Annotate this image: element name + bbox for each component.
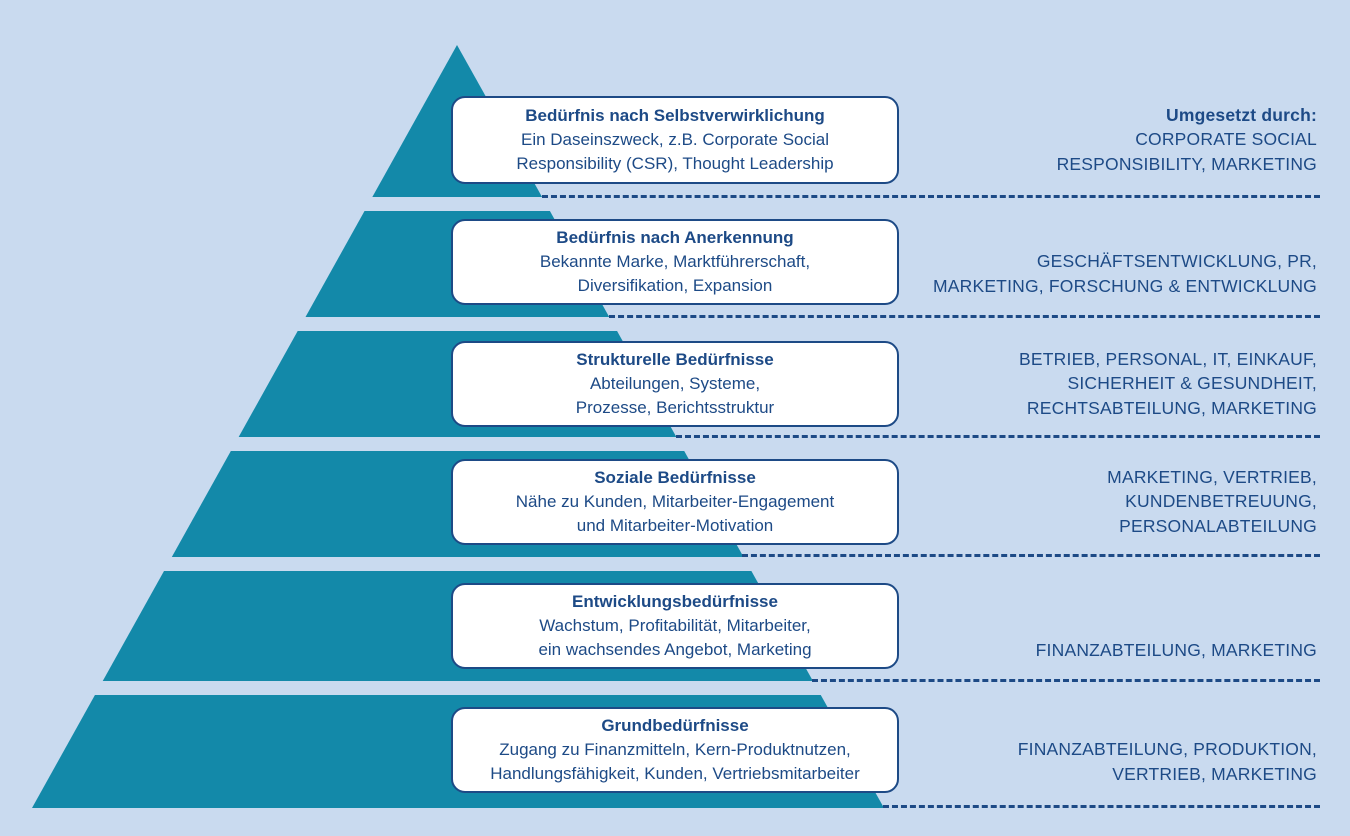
tier-title: Bedürfnis nach Anerkennung: [556, 228, 794, 247]
tier-title: Strukturelle Bedürfnisse: [576, 350, 774, 369]
implemented-by: MARKETING, VERTRIEB, KUNDENBETREUUNG, PERS…: [1107, 465, 1317, 539]
divider-line: [675, 435, 1320, 438]
implemented-by-line: CORPORATE SOCIAL: [1135, 129, 1317, 149]
tier-title: Entwicklungsbedürfnisse: [572, 592, 778, 611]
tier-title: Bedürfnis nach Selbstverwirklichung: [525, 106, 825, 125]
tier-description: Wachstum, Profitabilität, Mitarbeiter,: [539, 616, 811, 635]
divider-line: [608, 315, 1320, 318]
implemented-by-line: FINANZABTEILUNG, MARKETING: [1035, 639, 1317, 660]
tier-description: Ein Daseinszweck, z.B. Corporate Social: [520, 130, 830, 149]
tier-title: Grundbedürfnisse: [601, 716, 749, 735]
implemented-by-line: KUNDENBETREUUNG,: [1125, 491, 1317, 511]
tier-description: Handlungsfähigkeit, Kunden, Vertriebsmit…: [490, 764, 860, 783]
tier-title: Soziale Bedürfnisse: [594, 468, 756, 487]
divider-line: [541, 195, 1320, 198]
implemented-by-line: MARKETING, VERTRIEB,: [1107, 466, 1317, 487]
divider-line: [742, 554, 1320, 557]
implemented-by-line: SICHERHEIT & GESUNDHEIT,: [1067, 373, 1317, 393]
tier-description: Nähe zu Kunden, Mitarbeiter-Engagement: [515, 492, 835, 511]
implemented-by-line: GESCHÄFTSENTWICKLUNG, PR,: [1036, 251, 1317, 271]
implemented-by: BETRIEB, PERSONAL, IT, EINKAUF, SICHERHEI…: [1019, 347, 1317, 421]
tier-description: ein wachsendes Angebot, Marketing: [538, 640, 812, 659]
divider-line: [812, 679, 1320, 682]
implemented-by-line: FINANZABTEILUNG, PRODUKTION,: [1017, 739, 1317, 759]
implemented-by-line: BETRIEB, PERSONAL, IT, EINKAUF,: [1019, 348, 1317, 369]
implemented-by: Umgesetzt durch: CORPORATE SOCIAL RESPONSI…: [1057, 103, 1317, 177]
implemented-by-line: PERSONALABTEILUNG: [1119, 515, 1317, 536]
tier-description: Bekannte Marke, Marktführerschaft,: [539, 252, 811, 271]
implemented-by: FINANZABTEILUNG, MARKETING: [1036, 638, 1317, 663]
tier-description: und Mitarbeiter-Motivation: [576, 516, 774, 535]
implemented-by-line: RESPONSIBILITY, MARKETING: [1056, 153, 1317, 174]
implemented-by-header: Umgesetzt durch:: [1166, 104, 1317, 125]
tier-description: Abteilungen, Systeme,: [589, 374, 761, 393]
divider-line: [882, 805, 1320, 808]
tier-description: Prozesse, Berichtsstruktur: [575, 398, 775, 417]
tier-description: Responsibility (CSR), Thought Leadership: [516, 154, 834, 173]
implemented-by: FINANZABTEILUNG, PRODUKTION, VERTRIEB, MA…: [1018, 737, 1317, 786]
implemented-by: GESCHÄFTSENTWICKLUNG, PR, MARKETING, FORS…: [933, 249, 1317, 298]
implemented-by-line: VERTRIEB, MARKETING: [1112, 763, 1317, 784]
implemented-by-line: MARKETING, FORSCHUNG & ENTWICKLUNG: [932, 275, 1317, 296]
tier-description: Diversifikation, Expansion: [577, 276, 773, 295]
tier-description: Zugang zu Finanzmitteln, Kern-Produktnut…: [499, 740, 851, 759]
implemented-by-line: RECHTSABTEILUNG, MARKETING: [1026, 397, 1317, 418]
